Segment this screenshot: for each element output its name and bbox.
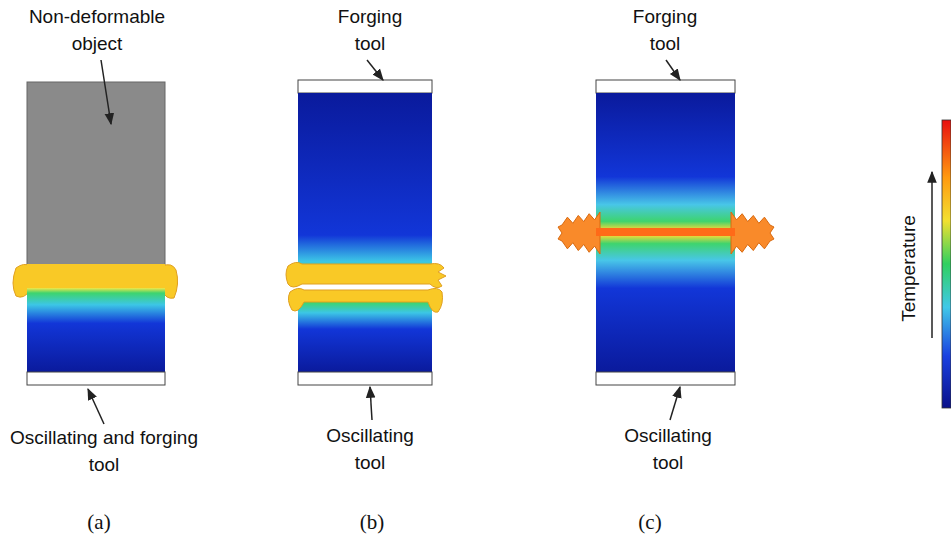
leader-arrow (101, 60, 111, 124)
workpiece (596, 93, 735, 372)
axis-arrow (931, 172, 933, 338)
workpiece (27, 288, 165, 372)
flash (558, 212, 600, 254)
panel-label: (b) (342, 509, 402, 536)
part-label: Forging tool (330, 3, 410, 57)
part-label: Oscillating tool (611, 422, 726, 476)
tool (596, 372, 735, 385)
leader-arrow (370, 387, 372, 420)
leader-arrow (367, 60, 383, 80)
panel-label: (c) (620, 509, 680, 536)
rigid-object (27, 82, 165, 266)
axis-label: Temperature (895, 215, 922, 322)
flash (558, 212, 774, 254)
leader-arrow (670, 387, 680, 420)
tool (27, 372, 165, 385)
part-label: Oscillating tool (313, 422, 428, 476)
color-bar (942, 120, 951, 408)
workpiece (298, 93, 432, 280)
leader-arrow (666, 60, 680, 80)
flash (286, 262, 446, 287)
tool (298, 372, 432, 385)
tool (298, 80, 432, 93)
flash (731, 212, 774, 254)
flash-band (596, 228, 735, 236)
flash-band (27, 264, 165, 290)
panel-label: (a) (69, 509, 129, 536)
tool (596, 80, 735, 93)
leader-arrow (88, 389, 104, 424)
part-label: Non-deformable object (17, 3, 177, 57)
part-label: Forging tool (625, 3, 705, 57)
flash (288, 288, 442, 312)
workpiece (298, 298, 432, 372)
part-label: Oscillating and forging tool (0, 424, 212, 478)
